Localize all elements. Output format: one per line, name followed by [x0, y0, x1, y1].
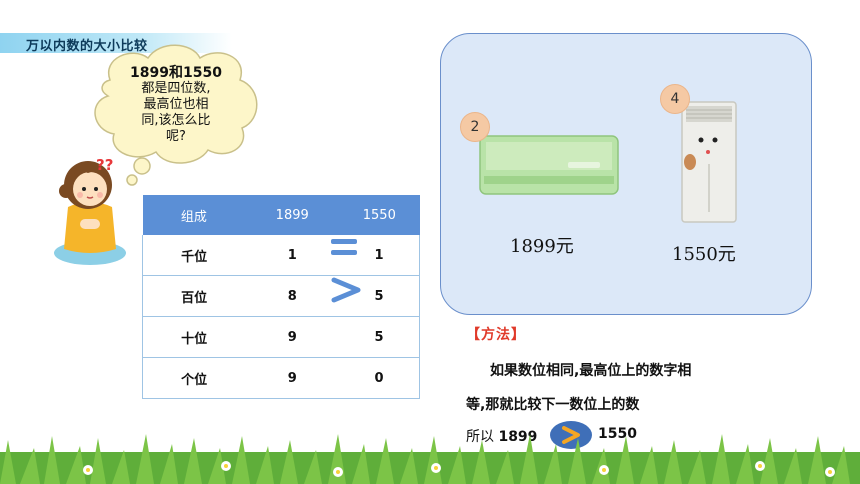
table-row: 个位 9 0: [142, 357, 421, 399]
method-line-1: 如果数位相同,最高位上的数字相: [490, 363, 692, 379]
table-cell: 百位: [142, 275, 246, 317]
price-left: 1899元: [510, 236, 574, 257]
table-header-cell: 组成: [142, 195, 246, 235]
table-cell: 0: [339, 357, 421, 399]
table-row: 百位 8 5: [142, 275, 421, 317]
table-cell: 9: [245, 357, 340, 399]
thought-line-4: 同,该怎么比: [141, 113, 211, 128]
table-header-cell: 1550: [339, 195, 420, 235]
table-cell: 9: [245, 316, 340, 358]
thinking-girl-illustration: [54, 161, 126, 265]
price-right: 1550元: [672, 244, 736, 265]
table-cell: 5: [339, 275, 421, 317]
air-conditioner-tower-image: [681, 101, 737, 223]
conclusion-symbol-oval: [550, 421, 592, 449]
method-line-2: 等,那就比较下一数位上的数: [466, 397, 640, 413]
question-marks: ??: [96, 156, 114, 174]
thought-line-3: 最高位也相: [143, 97, 209, 112]
air-conditioner-wall-image: [479, 135, 619, 195]
greater-than-symbol-icon: [331, 277, 361, 303]
table-cell: 8: [245, 275, 340, 317]
page-title: 万以内数的大小比较: [26, 39, 148, 54]
conclusion-right-number: 1550: [598, 426, 637, 442]
equals-symbol-icon: [331, 239, 357, 255]
thought-cloud: [94, 44, 258, 186]
table-cell: 十位: [142, 316, 246, 358]
table-cell: 1: [245, 235, 340, 276]
conclusion: 所以 1899: [466, 426, 537, 446]
table-cell: 千位: [142, 235, 246, 276]
table-cell: 个位: [142, 357, 246, 399]
table-header-cell: 1899: [245, 195, 340, 235]
place-value-table: 组成 1899 1550 千位 1 1 百位 8 5 十位 9 5 个位 9 0: [142, 195, 421, 399]
thought-text: 1899和1550 都是四位数, 最高位也相 同,该怎么比 呢?: [116, 65, 236, 145]
table-cell: 5: [339, 316, 421, 358]
conclusion-prefix: 所以: [466, 429, 494, 445]
conclusion-left-number: 1899: [498, 429, 538, 445]
table-row: 十位 9 5: [142, 316, 421, 358]
thought-line-2: 都是四位数,: [141, 81, 211, 96]
conclusion-greater-than-icon: [562, 426, 580, 444]
table-header-row: 组成 1899 1550: [142, 195, 420, 235]
item-badge-2: 2: [460, 112, 490, 142]
thought-line-5: 呢?: [166, 129, 186, 144]
thought-line-1: 1899和1550: [130, 65, 222, 81]
method-title: 【方法】: [466, 327, 526, 343]
grass-border-decoration: [0, 434, 860, 484]
table-row: 千位 1 1: [142, 235, 421, 276]
item-badge-4: 4: [660, 84, 690, 114]
